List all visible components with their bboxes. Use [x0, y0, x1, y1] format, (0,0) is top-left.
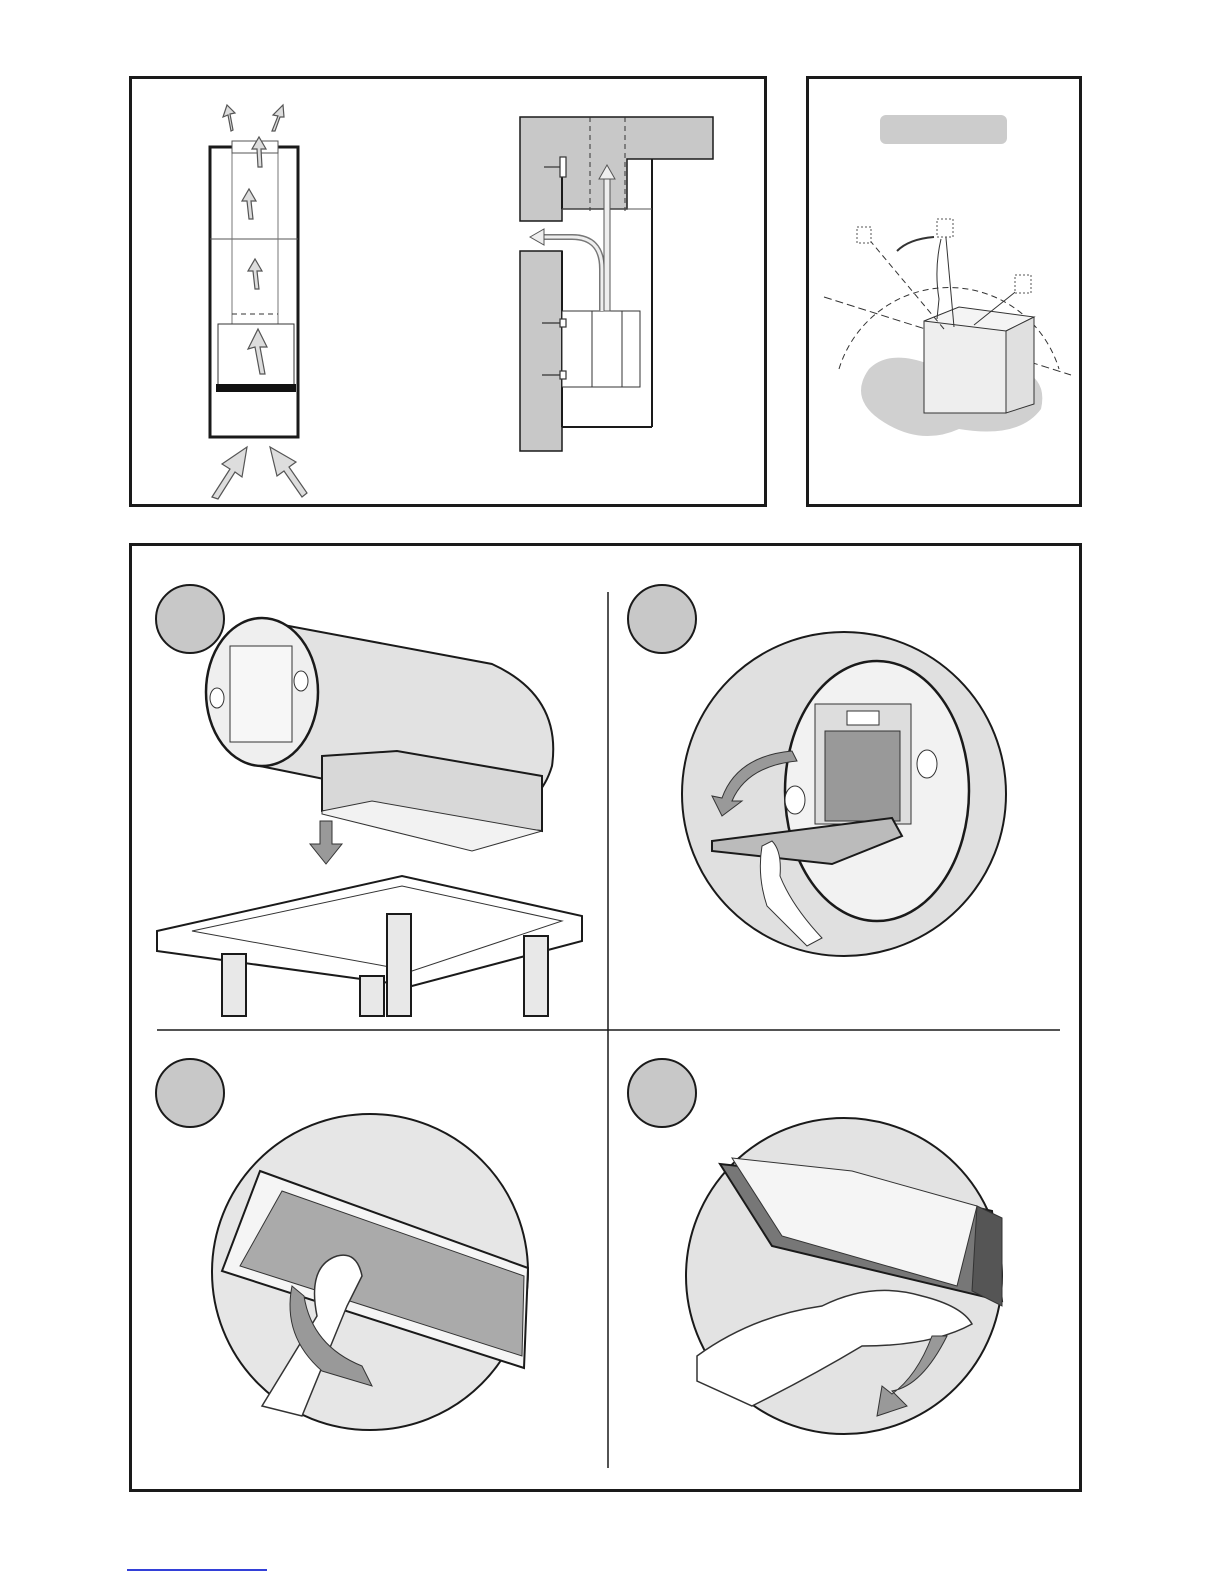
- step-3: [156, 1059, 528, 1430]
- footer-link-underline[interactable]: [127, 1569, 267, 1571]
- step-1: [156, 585, 582, 1016]
- steps-panel: [129, 543, 1082, 1492]
- label-box: [880, 115, 1007, 144]
- step-2: [628, 585, 1006, 956]
- filtering-version-figure: [210, 105, 307, 499]
- step-2-badge: [628, 585, 696, 653]
- step-4-badge: [628, 1059, 696, 1127]
- step-4: [628, 1059, 1002, 1434]
- hood-ceiling-figure: [824, 219, 1071, 436]
- ceiling-install-panel: [806, 76, 1082, 507]
- step-3-badge: [156, 1059, 224, 1127]
- step-1-badge: [156, 585, 224, 653]
- airflow-panel: [129, 76, 767, 507]
- ducted-version-figure: [520, 117, 713, 451]
